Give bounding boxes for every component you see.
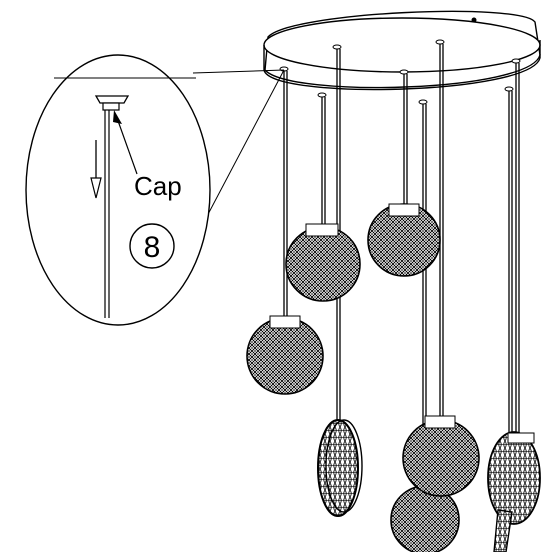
canopy-screw-hole [471, 17, 477, 23]
step-number: 8 [144, 231, 161, 264]
ceiling-canopy [263, 10, 541, 91]
pendant-shade-1 [285, 223, 361, 302]
pendant-shade-2 [367, 203, 441, 277]
leader-arrowhead [113, 110, 122, 124]
zoom-callout: Cap 8 [25, 54, 285, 326]
cap-detail [94, 95, 130, 104]
cap-label: Cap [134, 171, 182, 201]
pendant-shade-6 [402, 415, 480, 497]
step-number-badge [129, 223, 175, 269]
pendant-shade-7 [487, 431, 541, 552]
pendant-shade-4 [317, 419, 363, 517]
pendant-shade-3 [246, 315, 324, 395]
